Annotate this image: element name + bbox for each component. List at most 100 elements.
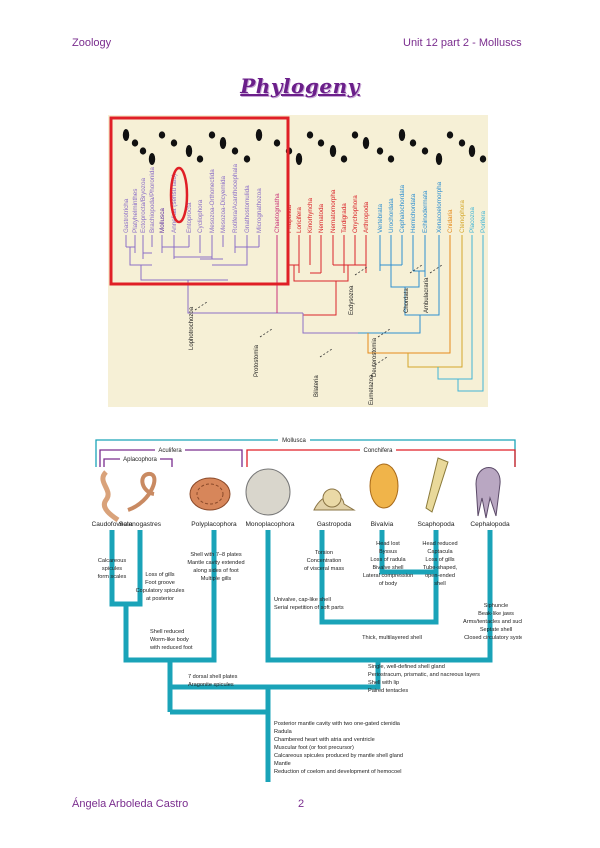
clade-pointer <box>194 301 208 311</box>
character-note: Worm-like body <box>150 637 189 643</box>
character-note: Concentration <box>307 558 342 564</box>
taxon-label: Onychophora <box>352 195 359 233</box>
character-note: Periostracum, prismatic, and nacreous la… <box>368 672 480 678</box>
taxon-label: Nematomorpha <box>330 189 337 233</box>
taxon-label: Nematoda <box>318 203 325 233</box>
chiton-plates <box>196 483 224 505</box>
organism-silhouette <box>362 137 370 149</box>
branch-line <box>404 265 440 316</box>
organism-silhouette <box>387 155 395 163</box>
taxon-label: Echinodermata <box>422 190 429 233</box>
character-note: Shell with 7–8 plates <box>190 552 242 558</box>
taxon-label: Placozoa <box>469 207 476 233</box>
clade-label: Bilateria <box>314 375 320 397</box>
character-note: Reduction of coelom and development of h… <box>274 769 402 775</box>
branch-line <box>407 285 463 368</box>
organism-silhouette <box>458 139 466 147</box>
organism-silhouette <box>122 129 130 141</box>
character-note: along sides of foot <box>193 568 239 574</box>
branch-line <box>321 265 349 282</box>
organism-silhouette <box>131 139 139 147</box>
character-note: at posterior <box>146 596 174 602</box>
bivalvia-illustration <box>369 463 399 509</box>
clade-label: Eumetazoa <box>369 374 375 405</box>
organism-silhouette <box>340 155 348 163</box>
conchifera-label: Conchifera <box>363 448 393 454</box>
character-note: of visceral mass <box>304 566 344 572</box>
organism-silhouette <box>148 153 156 165</box>
taxon-label: Gnathostomulida <box>244 185 251 233</box>
organism-silhouette <box>435 153 443 165</box>
character-note: shell <box>434 581 446 587</box>
taxon-label: Xenacoelomorpha <box>436 181 443 233</box>
polyplacophora-illustration <box>189 477 231 511</box>
character-note: Shell with lip <box>368 680 399 686</box>
organism-silhouette <box>295 153 303 165</box>
class-label: Solenogastres <box>119 521 162 528</box>
organism-silhouette <box>219 137 227 149</box>
clade-pointer <box>354 266 368 276</box>
monoplacophora-illustration <box>245 468 291 516</box>
taxon-label: Hemichordata <box>410 193 417 233</box>
character-note: Univalve, cap-like shell <box>274 597 331 603</box>
character-note: 7 dorsal shell plates <box>188 674 238 680</box>
organism-silhouette <box>479 155 487 163</box>
scaphopoda-illustration <box>425 457 449 513</box>
clade-label: Chordata <box>404 288 410 313</box>
character-note: Torsion <box>315 550 333 556</box>
organism-silhouette <box>468 145 476 157</box>
character-note: Chambered heart with atria and ventricle <box>274 737 375 743</box>
clade-pointer <box>374 356 388 366</box>
footer-page-number: 2 <box>298 798 305 810</box>
taxon-label: Arthropoda <box>363 201 370 233</box>
character-note: open-ended <box>425 573 455 579</box>
character-note: of body <box>379 581 398 587</box>
taxon-label: Loricifera <box>296 207 303 233</box>
clade-label: Ecdysozoa <box>349 285 355 315</box>
organism-silhouette <box>306 131 314 139</box>
clade-pointer <box>377 328 391 338</box>
lophotrochozoa-highlight-box <box>109 116 290 286</box>
taxon-label: Entoprocta <box>186 202 193 233</box>
character-note: Posterior mantle cavity with two one-gat… <box>274 721 401 727</box>
character-note: Calcareous spicules produced by mantle s… <box>274 753 403 759</box>
organism-silhouette <box>398 129 406 141</box>
aculifera-label: Aculifera <box>158 448 182 454</box>
character-note: Beak-like jaws <box>478 611 514 617</box>
branch-line <box>437 285 473 380</box>
branch-line <box>367 285 451 354</box>
character-note: Calcareous <box>98 558 126 564</box>
branch-line <box>303 281 337 316</box>
taxon-label: Brachiopoda/Phoronida <box>149 167 156 233</box>
taxon-label: Cnidaria <box>447 209 454 233</box>
branch-line <box>379 530 436 575</box>
taxon-label: Annelida (sensu lato) <box>171 174 178 233</box>
character-note: Septate shell <box>480 627 512 633</box>
class-label: Caudofoveata <box>92 521 133 528</box>
branch-line <box>129 247 152 266</box>
character-note: Multiple gills <box>201 576 232 582</box>
branch-line <box>302 313 358 334</box>
taxon-label: Cycliophora <box>197 199 204 233</box>
cephalopoda-illustration <box>475 467 501 519</box>
character-note: Single, well-defined shell gland <box>368 664 445 670</box>
organism-silhouette <box>409 139 417 147</box>
class-label: Polyplacophora <box>191 521 237 528</box>
branch-line <box>457 285 484 392</box>
conchifera-label-bg <box>360 445 396 454</box>
branch-line <box>109 530 143 607</box>
clade-pointer <box>429 264 443 274</box>
clade-label: Lophotrochozoa <box>189 306 195 350</box>
character-note: Captacula <box>427 549 453 555</box>
class-label: Cephalopoda <box>470 521 510 528</box>
organism-silhouette <box>243 155 251 163</box>
taxon-label: Kinorhyncha <box>307 197 314 233</box>
organism-silhouette <box>196 155 204 163</box>
branch-line <box>173 247 212 258</box>
character-note: Arms/tentacles and sucker <box>463 619 522 625</box>
character-note: Loss of gills <box>425 557 454 563</box>
clade-label: Ambulacraria <box>424 277 430 313</box>
organism-silhouette <box>376 147 384 155</box>
mollusca-label: Mollusca <box>282 438 306 444</box>
